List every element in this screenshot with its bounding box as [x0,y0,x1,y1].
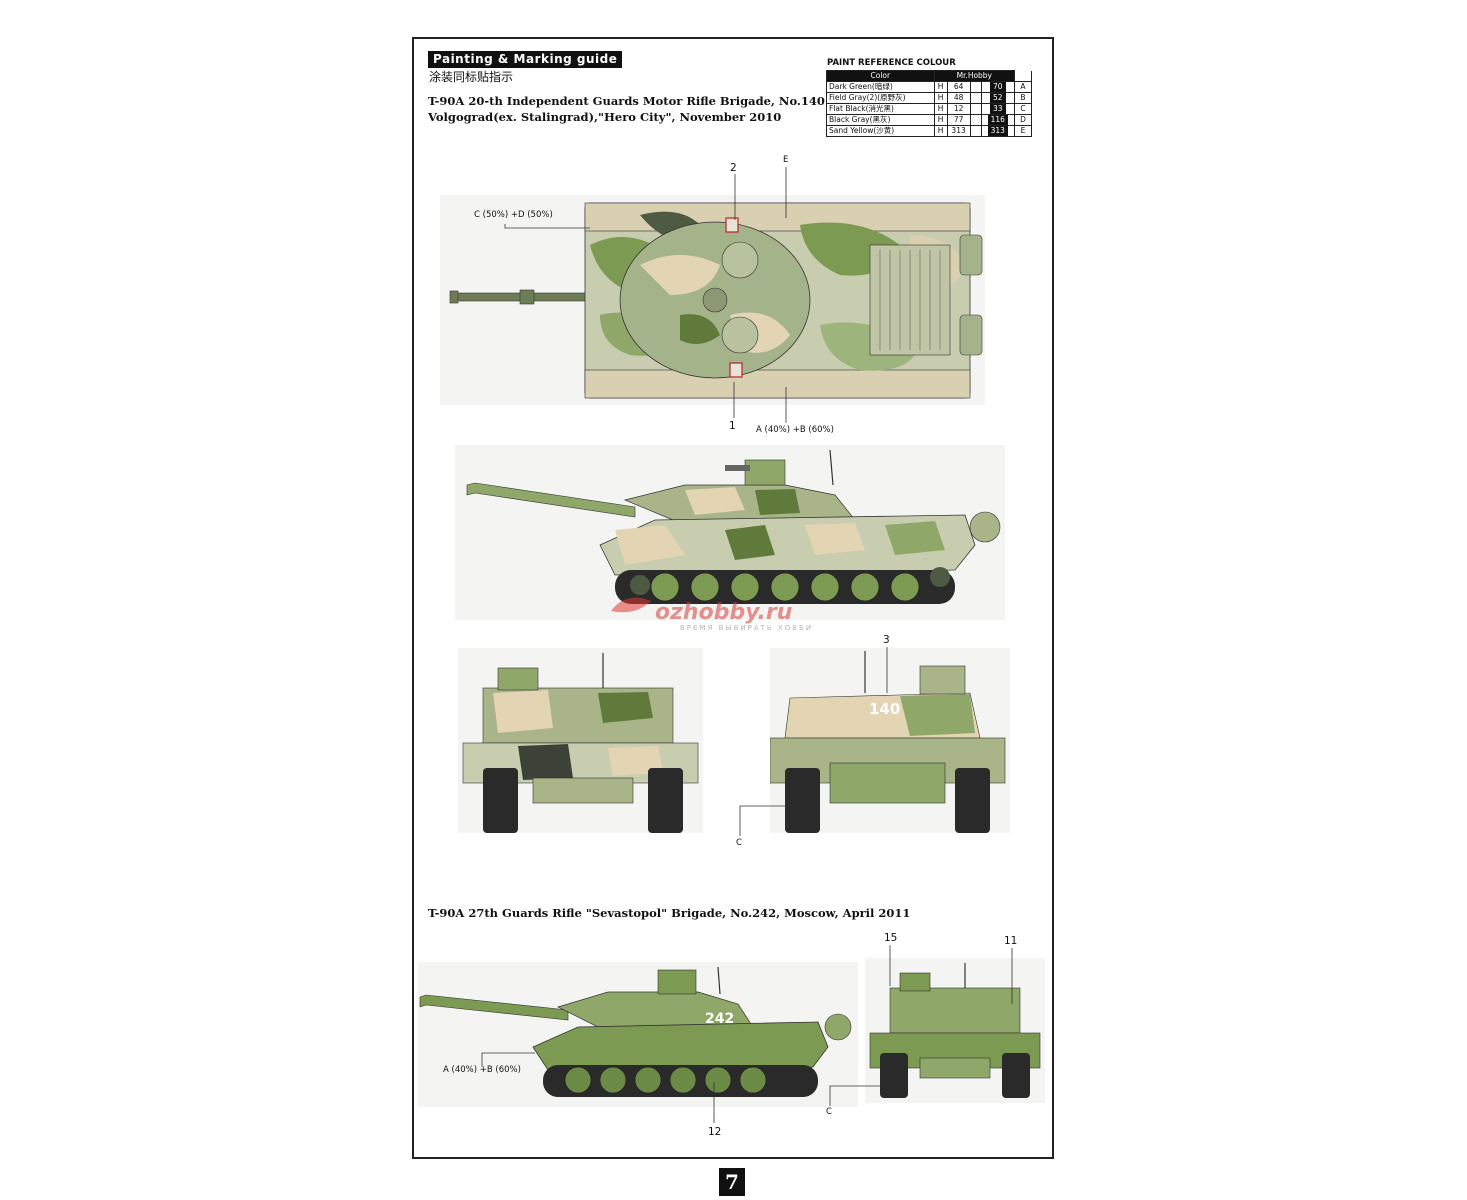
paint-h-code: 313 [946,125,971,137]
tank-side-view-140 [455,445,1005,620]
callout-ab-bottom: A (40%) +B (60%) [443,1065,521,1075]
callout-number-2: 2 [730,162,737,174]
paint-prefix: H [933,125,948,137]
paint-letter: D [1014,114,1032,126]
watermark-brand: ozhobby.ru [655,600,793,625]
callout-ab-top: A (40%) +B (60%) [756,425,834,435]
paint-reference-title: PAINT REFERENCE COLOUR [827,58,956,68]
callout-c2-leader [829,1085,881,1106]
callout-ab-bottom-leader [481,1052,535,1067]
paint-col-color: Color [826,70,935,82]
callout-number-3: 3 [883,634,890,646]
paint-prefix: H [933,81,948,93]
paint-c-code: 116 [980,114,1016,126]
callout-11-leader [1011,948,1013,1004]
paint-row: Dark Green(暗绿) H 64 70 A [826,81,1032,93]
paint-prefix: H [933,103,948,115]
scheme2-title: T-90A 27th Guards Rifle "Sevastopol" Bri… [428,906,911,920]
paint-name: Dark Green(暗绿) [826,81,935,93]
page-number: 7 [719,1168,745,1196]
paint-h-code: 12 [946,103,971,115]
paint-c-code: 33 [980,103,1016,115]
tank-rear-view-140 [770,648,1010,833]
callout-12-leader [713,1082,715,1123]
tank-front-view-140 [458,648,703,833]
paint-letter: C [1014,103,1032,115]
callout-number-12: 12 [708,1126,722,1138]
scheme1-title-line1: T-90A 20-th Independent Guards Motor Rif… [428,94,825,108]
paint-row: Black Gray(黑灰) H 77 116 D [826,114,1032,126]
paint-c-code: 70 [980,81,1016,93]
paint-name: Black Gray(黑灰) [826,114,935,126]
paint-row: Sand Yellow(沙黄) H 313 313 E [826,125,1032,137]
callout-c1: C [736,838,742,848]
paint-letter: B [1014,92,1032,104]
paint-table-header: Color Mr.Hobby [826,70,1032,82]
paint-reference-table: Color Mr.Hobby Dark Green(暗绿) H 64 70 A … [826,70,1032,137]
hull-number-140: 140 [869,700,901,718]
callout-e-leader [785,167,787,218]
callout-cd-leader [504,224,590,229]
callout-e: E [783,155,789,165]
paint-c-code: 52 [980,92,1016,104]
scheme1-title-line2: Volgograd(ex. Stalingrad),"Hero City", N… [428,110,782,124]
callout-number-1: 1 [729,420,736,432]
watermark-logo [611,597,651,613]
paint-name: Sand Yellow(沙黄) [826,125,935,137]
paint-c-code: 313 [980,125,1016,137]
paint-col-brand: Mr.Hobby [933,70,1016,82]
callout-15-leader [889,945,891,986]
callout-number-15: 15 [884,932,898,944]
guide-chinese-title: 涂装同标贴指示 [429,70,514,84]
callout-3-leader [886,647,888,693]
callout-1-leader [733,382,735,418]
paint-name: Field Gray(2)(原野灰) [826,92,935,104]
callout-c2: C [826,1107,832,1117]
callout-ab-top-leader [785,387,787,423]
paint-h-code: 48 [946,92,971,104]
callout-cd: C (50%) +D (50%) [474,210,553,220]
paint-h-code: 77 [946,114,971,126]
callout-c1-leader [739,805,791,836]
paint-h-code: 64 [946,81,971,93]
tank-front-view-242 [865,958,1045,1103]
watermark-tagline: ВРЕМЯ ВЫБИРАТЬ ХОББИ [680,624,814,632]
paint-row: Field Gray(2)(原野灰) H 48 52 B [826,92,1032,104]
callout-2-leader [734,174,736,220]
paint-row: Flat Black(消光黑) H 12 33 C [826,103,1032,115]
hull-number-242: 242 [705,1011,735,1027]
callout-number-11: 11 [1004,935,1018,947]
paint-prefix: H [933,114,948,126]
paint-letter: A [1014,81,1032,93]
paint-prefix: H [933,92,948,104]
guide-badge: Painting & Marking guide [428,51,623,68]
paint-name: Flat Black(消光黑) [826,103,935,115]
tank-top-view [440,195,985,405]
paint-letter: E [1014,125,1032,137]
tank-side-view-242 [418,962,858,1107]
